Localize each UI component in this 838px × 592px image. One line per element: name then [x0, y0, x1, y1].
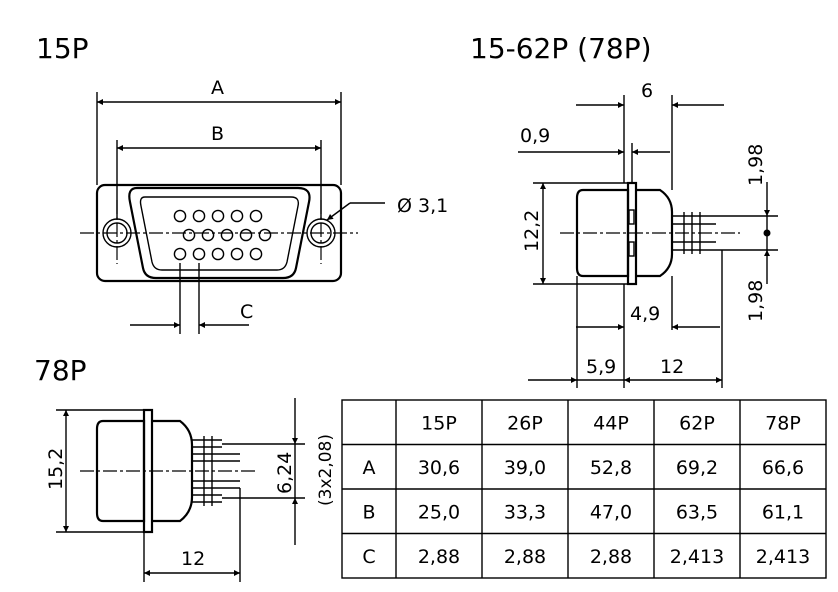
table-cell: 66,6	[762, 457, 804, 479]
pin-grid-15p	[173, 209, 272, 261]
table-cell: 25,0	[418, 501, 460, 523]
table-cell: 63,5	[676, 501, 718, 523]
table-cell: 52,8	[590, 457, 632, 479]
table-cell: B	[362, 501, 375, 523]
dim-0-9: 0,9	[520, 125, 550, 147]
dim-c: C	[240, 301, 253, 323]
table-cell: 2,413	[670, 546, 724, 568]
title-15p: 15P	[36, 32, 89, 65]
dim-5-9: 5,9	[586, 356, 616, 378]
table-cell: 33,3	[504, 501, 546, 523]
table-cell: 61,1	[762, 501, 804, 523]
dim-15-2: 15,2	[45, 448, 67, 490]
title-78p: 78P	[34, 354, 87, 387]
table-cell: 39,0	[504, 457, 546, 479]
dim-b: B	[211, 123, 224, 145]
table-cell: C	[362, 546, 375, 568]
dim-12-side: 12	[660, 356, 684, 378]
dimension-table: 15P 26P 44P 62P 78P A 30,6 39,0 52,8 69,2 66,6B 25,…	[341, 399, 827, 579]
table-header-cell: 78P	[765, 412, 801, 434]
dim-1-98-top: 1,98	[745, 144, 767, 186]
table-cell: 2,88	[418, 546, 460, 568]
side-view-78p: 15,2 6,24 (3x2,08) 12	[45, 398, 336, 582]
table-cell: 2,88	[504, 546, 546, 568]
table-header-cell: 26P	[507, 412, 543, 434]
dim-1-98-bottom: 1,98	[745, 280, 767, 322]
table-header-cell: 15P	[421, 412, 457, 434]
table-cell: 47,0	[590, 501, 632, 523]
table-header-cell: 44P	[593, 412, 629, 434]
front-view-15p: A B C Ø 3,1	[80, 77, 448, 334]
title-15-62p: 15-62P (78P)	[470, 32, 652, 65]
dim-12-2: 12,2	[521, 210, 543, 252]
side-view-15-62p: 6 0,9 12,2 1,98 1,98 4,9 5,9 12	[518, 80, 778, 388]
table-cell: 30,6	[418, 457, 460, 479]
table-cell: A	[363, 457, 376, 479]
table-header-cell: 62P	[679, 412, 715, 434]
dim-3x2-08: (3x2,08)	[316, 434, 336, 506]
dim-a: A	[211, 77, 224, 99]
dim-hole-diameter: Ø 3,1	[397, 195, 448, 217]
dim-6: 6	[641, 80, 653, 102]
table-cell: 69,2	[676, 457, 718, 479]
table-cell: 2,413	[756, 546, 810, 568]
dim-6-24: 6,24	[274, 452, 296, 494]
dim-4-9: 4,9	[630, 303, 660, 325]
table-cell: 2,88	[590, 546, 632, 568]
dim-12-78p: 12	[181, 548, 205, 570]
